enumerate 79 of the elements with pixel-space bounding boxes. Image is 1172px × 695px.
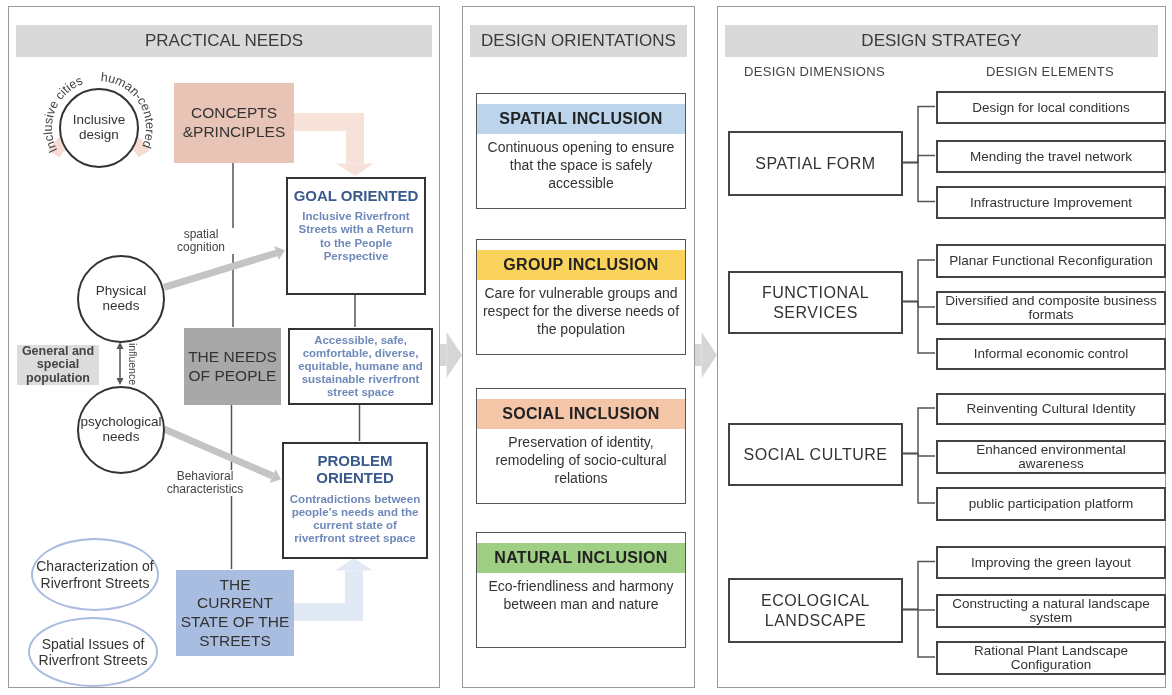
node-text: General and special population [20, 345, 96, 385]
process-box [288, 328, 433, 405]
dimension-box [728, 423, 903, 486]
node-text: psychological needs [79, 415, 163, 445]
arrow [695, 331, 717, 379]
box-text: Inclusive Riverfront Streets with a Return to the People Perspective [297, 210, 415, 264]
element-box [936, 186, 1166, 219]
panel-heading: DESIGN ORIENTATIONS [470, 25, 687, 57]
node-text: THE NEEDS OF PEOPLE [187, 347, 278, 386]
element-box [936, 91, 1166, 124]
node-text: Planar Functional Reconfiguration [949, 254, 1153, 268]
process-box [282, 442, 428, 559]
process-box [286, 177, 426, 295]
dimension-box [728, 131, 903, 196]
card-text: Eco-friendliness and harmony between man and nature [487, 577, 675, 614]
card-text: Preservation of identity, remodeling of socio-cultural relations [494, 433, 668, 488]
card-text: Care for vulnerable groups and respect for the diverse needs of the population [481, 284, 681, 339]
element-box [936, 140, 1166, 173]
node-text: THE CURRENT STATE OF THE STREETS [179, 575, 291, 651]
box-text: Contradictions between people's needs and the current state of riverfront street space [288, 492, 422, 546]
connector-line [354, 293, 356, 328]
box-heading: GOAL ORIENTED [293, 187, 419, 205]
panel-heading: DESIGN STRATEGY [725, 25, 1158, 57]
arrow [293, 113, 374, 176]
node-text: Mending the travel network [969, 149, 1133, 164]
arrow [440, 331, 462, 379]
node-text: Design for local conditions [972, 100, 1130, 115]
arrow [162, 245, 285, 291]
node-text: Physical needs [94, 284, 148, 314]
element-box [936, 546, 1166, 579]
card-text: Continuous opening to ensure that the space is safely accessible [486, 138, 676, 193]
node-text: Characterization of Riverfront Streets [35, 558, 155, 591]
element-box [936, 244, 1166, 278]
panel [8, 6, 440, 688]
element-box [936, 393, 1166, 425]
element-box [936, 594, 1166, 628]
element-box [936, 641, 1166, 675]
node-text: Spatial Issues of Riverfront Streets [37, 635, 149, 669]
dimension-box [728, 578, 903, 643]
orientation-card [476, 388, 686, 504]
node-text: Accessible, safe, comfortable, diverse, equitable, humane and sustainable riverfront street space [297, 334, 424, 399]
node-text: ECOLOGICAL LANDSCAPE [760, 591, 871, 630]
orientation-card [476, 93, 686, 209]
column-heading: DESIGN DIMENSIONS [743, 64, 886, 79]
node-text: Improving the green layout [971, 555, 1131, 570]
box-heading: PROBLEM ORIENTED [315, 452, 395, 487]
card-heading: NATURAL INCLUSION [477, 543, 685, 573]
element-box [936, 291, 1166, 325]
card-heading: SPATIAL INCLUSION [477, 104, 685, 134]
node-text: public participation platform [968, 497, 1134, 511]
panel [717, 6, 1166, 688]
node-text: Reinventing Cultural Identity [966, 402, 1136, 416]
orientation-card [476, 532, 686, 648]
node-text: Infrastructure Improvement [969, 195, 1133, 210]
concept-box [184, 328, 281, 405]
arrow [116, 342, 124, 385]
node-text: SOCIAL CULTURE [742, 444, 889, 465]
panel-heading: PRACTICAL NEEDS [16, 25, 432, 57]
card-heading: SOCIAL INCLUSION [477, 399, 685, 429]
node-text: FUNCTIONAL SERVICES [760, 283, 871, 322]
node-text: Rational Plant Landscape Configuration [973, 644, 1129, 672]
node-text: SPATIAL FORM [754, 153, 877, 174]
node-text: CONCEPTS &PRINCIPLES [181, 104, 287, 142]
edge-label: influence [126, 343, 140, 386]
dimension-box [728, 271, 903, 334]
connector-line [358, 403, 361, 442]
orientation-card [476, 239, 686, 355]
column-heading: DESIGN ELEMENTS [985, 64, 1115, 79]
panel [462, 6, 695, 688]
arrow [293, 558, 373, 621]
node-text: Diversified and composite business formats [944, 294, 1158, 322]
node-text: Enhanced environmental awareness [975, 443, 1127, 471]
element-box [936, 338, 1166, 370]
concept-box [174, 83, 294, 163]
card-heading: GROUP INCLUSION [477, 250, 685, 280]
node-text: Informal economic control [973, 347, 1129, 361]
element-box [936, 440, 1166, 474]
element-box [936, 487, 1166, 521]
node-text: Constructing a natural landscape system [951, 597, 1151, 625]
